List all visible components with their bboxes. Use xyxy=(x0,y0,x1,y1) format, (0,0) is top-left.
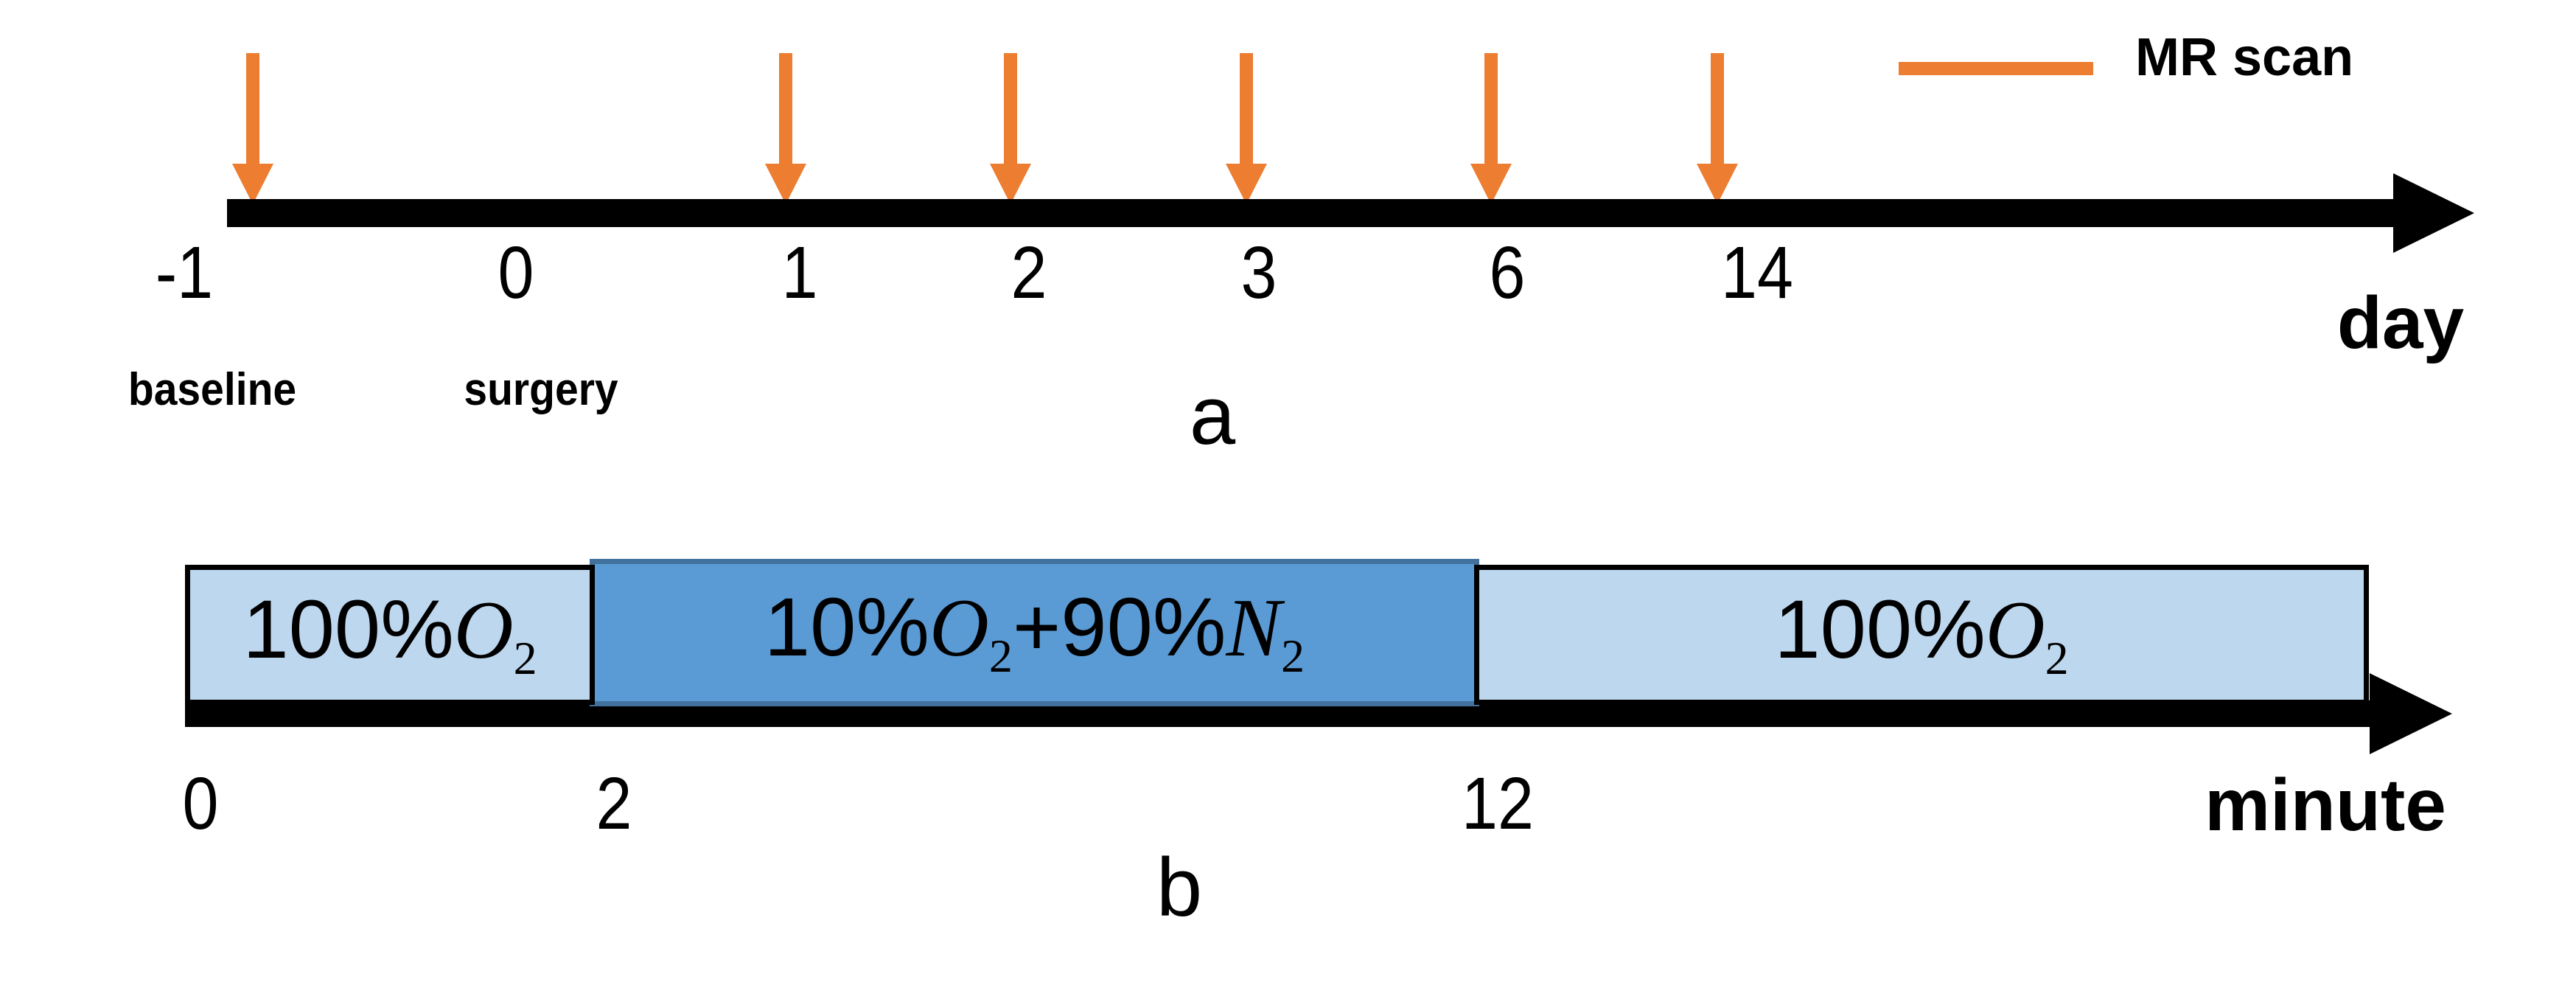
day-tick-sublabel: baseline xyxy=(128,364,297,415)
gas-segment-label-part: 2 xyxy=(988,629,1013,682)
day-tick-label: 0 xyxy=(498,232,534,314)
gas-segment: 10%O2+90%N2 xyxy=(590,559,1479,706)
mr-scan-arrow-shaft xyxy=(1484,53,1498,167)
gas-segment-label-part: 2 xyxy=(2045,631,2069,684)
gas-segment-label-part: 10% xyxy=(764,580,929,673)
mr-scan-arrow-head-icon xyxy=(765,164,806,204)
day-tick-label: 3 xyxy=(1240,232,1277,314)
gas-segment-label-part: +90% xyxy=(1012,580,1226,673)
day-axis-line xyxy=(227,199,2393,227)
mr-scan-arrow-shaft xyxy=(779,53,792,167)
mr-scan-arrow-shaft xyxy=(246,53,259,167)
mr-scan-arrow xyxy=(1470,53,1512,204)
gas-segment-label-part: 2 xyxy=(513,631,537,684)
gas-segment-label-part: 2 xyxy=(1281,629,1305,682)
day-axis-unit-label: day xyxy=(2336,282,2465,364)
mr-scan-arrow-head-icon xyxy=(1226,164,1267,204)
mr-scan-arrow xyxy=(990,53,1031,204)
day-tick-label: 6 xyxy=(1489,232,1526,314)
gas-segment: 100%O2 xyxy=(1474,565,2369,705)
day-tick-label: 14 xyxy=(1721,232,1793,314)
mr-scan-arrow xyxy=(765,53,806,204)
mr-scan-arrow-shaft xyxy=(1711,53,1724,167)
mr-scan-legend-label: MR scan xyxy=(2135,28,2354,87)
minute-axis-arrowhead-icon xyxy=(2370,673,2452,754)
minute-tick-label: 12 xyxy=(1462,762,1534,845)
gas-segment-label-part: O xyxy=(453,584,514,676)
mr-scan-arrow-shaft xyxy=(1004,53,1017,167)
minute-axis-unit-label: minute xyxy=(2205,764,2446,846)
day-tick-label: 2 xyxy=(1010,232,1047,314)
gas-segment-label: 10%O2+90%N2 xyxy=(764,585,1305,682)
day-tick-label: -1 xyxy=(155,232,214,314)
mr-scan-arrow-head-icon xyxy=(232,164,273,204)
mr-scan-arrow-head-icon xyxy=(1697,164,1738,204)
mr-scan-legend-swatch xyxy=(1899,62,2093,75)
mr-scan-arrow-head-icon xyxy=(1470,164,1512,204)
mr-scan-arrow xyxy=(232,53,273,204)
gas-segment-label: 100%O2 xyxy=(242,588,537,682)
gas-segment-label-part: N xyxy=(1226,582,1282,674)
gas-segment-label-part: O xyxy=(1985,584,2045,676)
panel-b-letter: b xyxy=(1156,841,1203,933)
day-tick-sublabel: surgery xyxy=(464,364,618,415)
mr-scan-arrow xyxy=(1226,53,1267,204)
gas-segment-label-part: 100% xyxy=(242,582,454,675)
gas-segment-label-part: O xyxy=(929,582,989,674)
gas-segment-label: 100%O2 xyxy=(1774,588,2068,682)
mr-scan-arrow xyxy=(1697,53,1738,204)
minute-tick-label: 2 xyxy=(596,762,632,845)
gas-segment-label-part: 100% xyxy=(1774,582,1986,675)
mr-scan-arrow-shaft xyxy=(1240,53,1253,167)
minute-tick-label: 0 xyxy=(182,762,219,845)
gas-segment: 100%O2 xyxy=(185,565,595,705)
day-tick-label: 1 xyxy=(781,232,818,314)
day-axis-arrowhead-icon xyxy=(2393,173,2474,253)
mr-scan-arrow-head-icon xyxy=(990,164,1031,204)
panel-a-letter: a xyxy=(1189,369,1236,462)
